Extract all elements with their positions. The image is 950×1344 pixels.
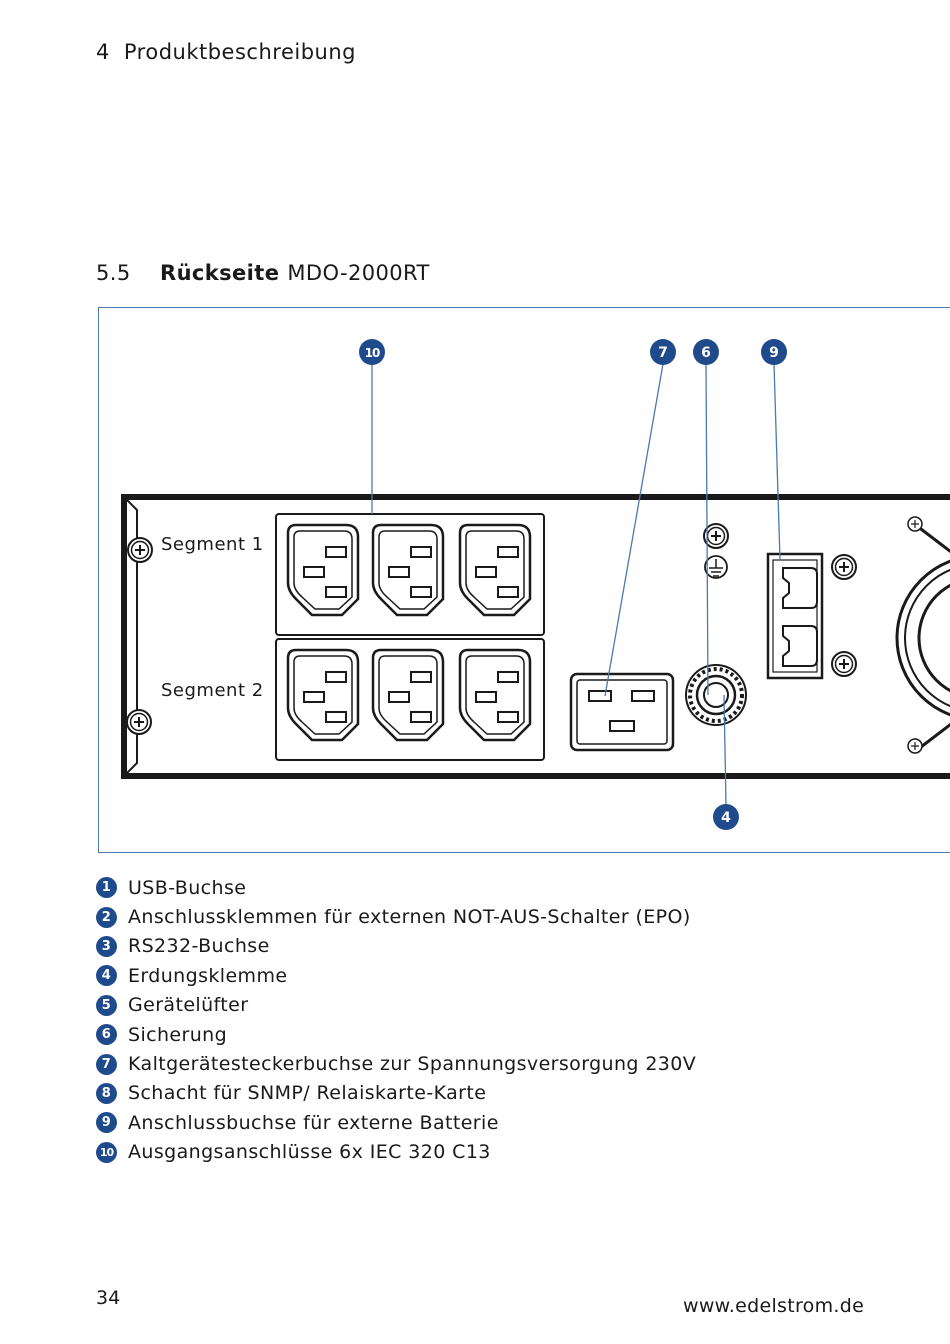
legend-text: Anschlussbuchse für externe Batterie xyxy=(128,1111,499,1134)
chapter-number: 4 xyxy=(96,40,110,64)
callout-6: 6 xyxy=(693,339,719,365)
legend-badge: 2 xyxy=(96,906,117,928)
svg-text:6: 6 xyxy=(701,345,711,361)
section-number: 5.5 xyxy=(96,261,131,285)
callout-10: 10 xyxy=(359,339,385,365)
legend-item: 3 RS232-Buchse xyxy=(96,932,696,961)
page-number: 34 xyxy=(96,1287,121,1309)
rear-panel-figure: Segment 1 Segment 2 10 7 6 9 xyxy=(98,307,950,853)
section-model: MDO-2000RT xyxy=(287,261,430,285)
legend-text: Schacht für SNMP/ Relaiskarte-Karte xyxy=(128,1082,487,1105)
segment-1-label: Segment 1 xyxy=(161,534,264,555)
segment-2-label: Segment 2 xyxy=(161,680,264,701)
legend-text: Erdungsklemme xyxy=(128,964,288,987)
svg-text:9: 9 xyxy=(769,345,779,361)
section-title: Rückseite xyxy=(160,261,280,285)
callout-9: 9 xyxy=(761,339,787,365)
legend-item: 6 Sicherung xyxy=(96,1020,696,1049)
legend-item: 7 Kaltgerätesteckerbuchse zur Spannungsve… xyxy=(96,1049,696,1078)
callout-7: 7 xyxy=(650,339,676,365)
legend-badge: 9 xyxy=(96,1112,117,1134)
legend-text: Ausgangsanschlüsse 6x IEC 320 C13 xyxy=(128,1141,491,1164)
legend-item: 9 Anschlussbuchse für externe Batterie xyxy=(96,1108,696,1137)
legend-item: 10 Ausgangsanschlüsse 6x IEC 320 C13 xyxy=(96,1138,696,1167)
website-link[interactable]: www.edelstrom.de xyxy=(683,1295,865,1317)
svg-text:7: 7 xyxy=(658,345,668,361)
legend-item: 5 Gerätelüfter xyxy=(96,991,696,1020)
section-heading: 5.5 Rückseite MDO-2000RT xyxy=(96,261,430,285)
legend-text: USB-Buchse xyxy=(128,876,247,899)
legend-badge: 5 xyxy=(96,994,117,1016)
legend-text: Sicherung xyxy=(128,1023,228,1046)
running-header: 4 Produktbeschreibung xyxy=(96,40,356,64)
legend-badge: 1 xyxy=(96,877,117,899)
legend-text: Anschlussklemmen für externen NOT-AUS-Sc… xyxy=(128,906,691,929)
svg-text:4: 4 xyxy=(721,810,731,826)
callout-4: 4 xyxy=(713,804,739,830)
svg-text:10: 10 xyxy=(365,346,380,360)
legend-badge: 10 xyxy=(96,1141,117,1163)
component-legend: 1 USB-Buchse 2 Anschlussklemmen für extern… xyxy=(96,873,696,1167)
legend-badge: 8 xyxy=(96,1082,117,1104)
legend-badge: 4 xyxy=(96,965,117,987)
legend-text: Gerätelüfter xyxy=(128,994,249,1017)
legend-item: 4 Erdungsklemme xyxy=(96,961,696,990)
legend-item: 2 Anschlussklemmen für externen NOT-AUS-S… xyxy=(96,902,696,931)
legend-badge: 6 xyxy=(96,1024,117,1046)
legend-item: 1 USB-Buchse xyxy=(96,873,696,902)
legend-badge: 3 xyxy=(96,935,117,957)
legend-badge: 7 xyxy=(96,1053,117,1075)
legend-item: 8 Schacht für SNMP/ Relaiskarte-Karte xyxy=(96,1079,696,1108)
rear-panel-diagram: Segment 1 Segment 2 10 7 6 9 xyxy=(121,339,950,830)
legend-text: Kaltgerätesteckerbuchse zur Spannungsver… xyxy=(128,1053,697,1076)
legend-text: RS232-Buchse xyxy=(128,935,270,958)
chapter-title: Produktbeschreibung xyxy=(123,40,356,64)
